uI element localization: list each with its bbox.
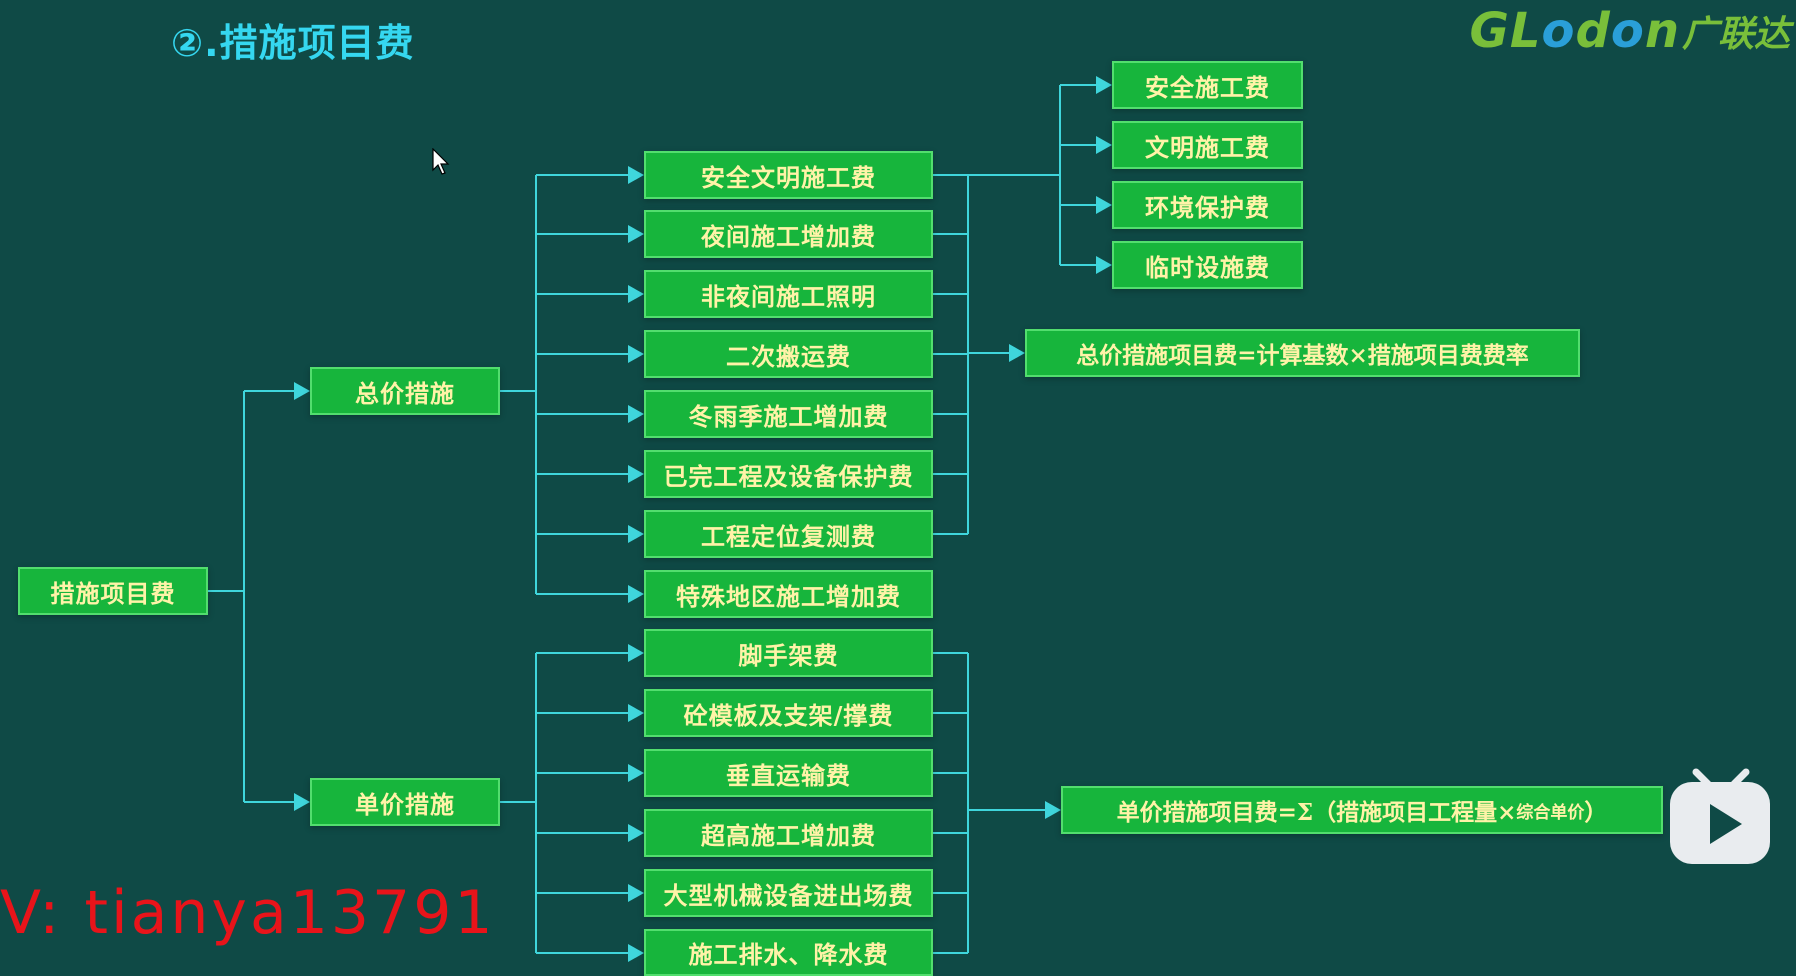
total-item: 冬雨季施工增加费 — [644, 390, 933, 438]
arrow-head — [1009, 344, 1025, 362]
unit-item: 施工排水、降水费 — [644, 929, 933, 976]
arrow-head — [628, 166, 644, 184]
arrow-head — [294, 382, 310, 400]
arrow-head — [628, 944, 644, 962]
safety-sub-item: 文明施工费 — [1112, 121, 1303, 169]
total-item: 夜间施工增加费 — [644, 210, 933, 258]
total-item: 二次搬运费 — [644, 330, 933, 378]
arrow-head — [628, 405, 644, 423]
total-item: 已完工程及设备保护费 — [644, 450, 933, 498]
safety-sub-item: 环境保护费 — [1112, 181, 1303, 229]
arrow-head — [628, 465, 644, 483]
total-item: 工程定位复测费 — [644, 510, 933, 558]
arrow-head — [628, 285, 644, 303]
unit-item: 脚手架费 — [644, 629, 933, 677]
unit-item: 超高施工增加费 — [644, 809, 933, 857]
arrow-head — [1096, 256, 1112, 274]
arrow-head — [1096, 136, 1112, 154]
unit-item: 垂直运输费 — [644, 749, 933, 797]
unit-item: 大型机械设备进出场费 — [644, 869, 933, 917]
total-price-formula: 总价措施项目费=计算基数×措施项目费费率 — [1025, 329, 1580, 377]
arrow-head — [1096, 76, 1112, 94]
unit-price-node: 单价措施 — [310, 778, 500, 826]
total-item: 非夜间施工照明 — [644, 270, 933, 318]
total-item: 特殊地区施工增加费 — [644, 570, 933, 618]
unit-item: 砼模板及支架/撑费 — [644, 689, 933, 737]
arrow-head — [628, 225, 644, 243]
logo-chinese: 广联达 — [1681, 14, 1790, 55]
arrow-head — [628, 884, 644, 902]
arrow-head — [294, 793, 310, 811]
root-node: 措施项目费 — [18, 567, 208, 615]
arrow-head — [628, 525, 644, 543]
arrow-head — [628, 764, 644, 782]
logo-latin: GLodon — [1469, 3, 1680, 59]
glodon-logo: GLodon 广联达 — [1469, 3, 1791, 59]
play-icon[interactable] — [1666, 766, 1774, 868]
safety-sub-item: 临时设施费 — [1112, 241, 1303, 289]
arrow-head — [628, 585, 644, 603]
total-item: 安全文明施工费 — [644, 151, 933, 199]
page-title: ②.措施项目费 — [171, 21, 415, 65]
arrow-head — [628, 824, 644, 842]
arrow-head — [628, 644, 644, 662]
arrow-head — [628, 704, 644, 722]
arrow-head — [1045, 801, 1061, 819]
watermark-text: V: tianya13791 — [0, 878, 496, 948]
arrow-head — [1096, 196, 1112, 214]
total-price-node: 总价措施 — [310, 367, 500, 415]
cursor-icon — [432, 148, 450, 175]
unit-price-formula: 单价措施项目费=Σ（措施项目工程量×综合单价） — [1061, 786, 1663, 834]
arrow-head — [628, 345, 644, 363]
safety-sub-item: 安全施工费 — [1112, 61, 1303, 109]
